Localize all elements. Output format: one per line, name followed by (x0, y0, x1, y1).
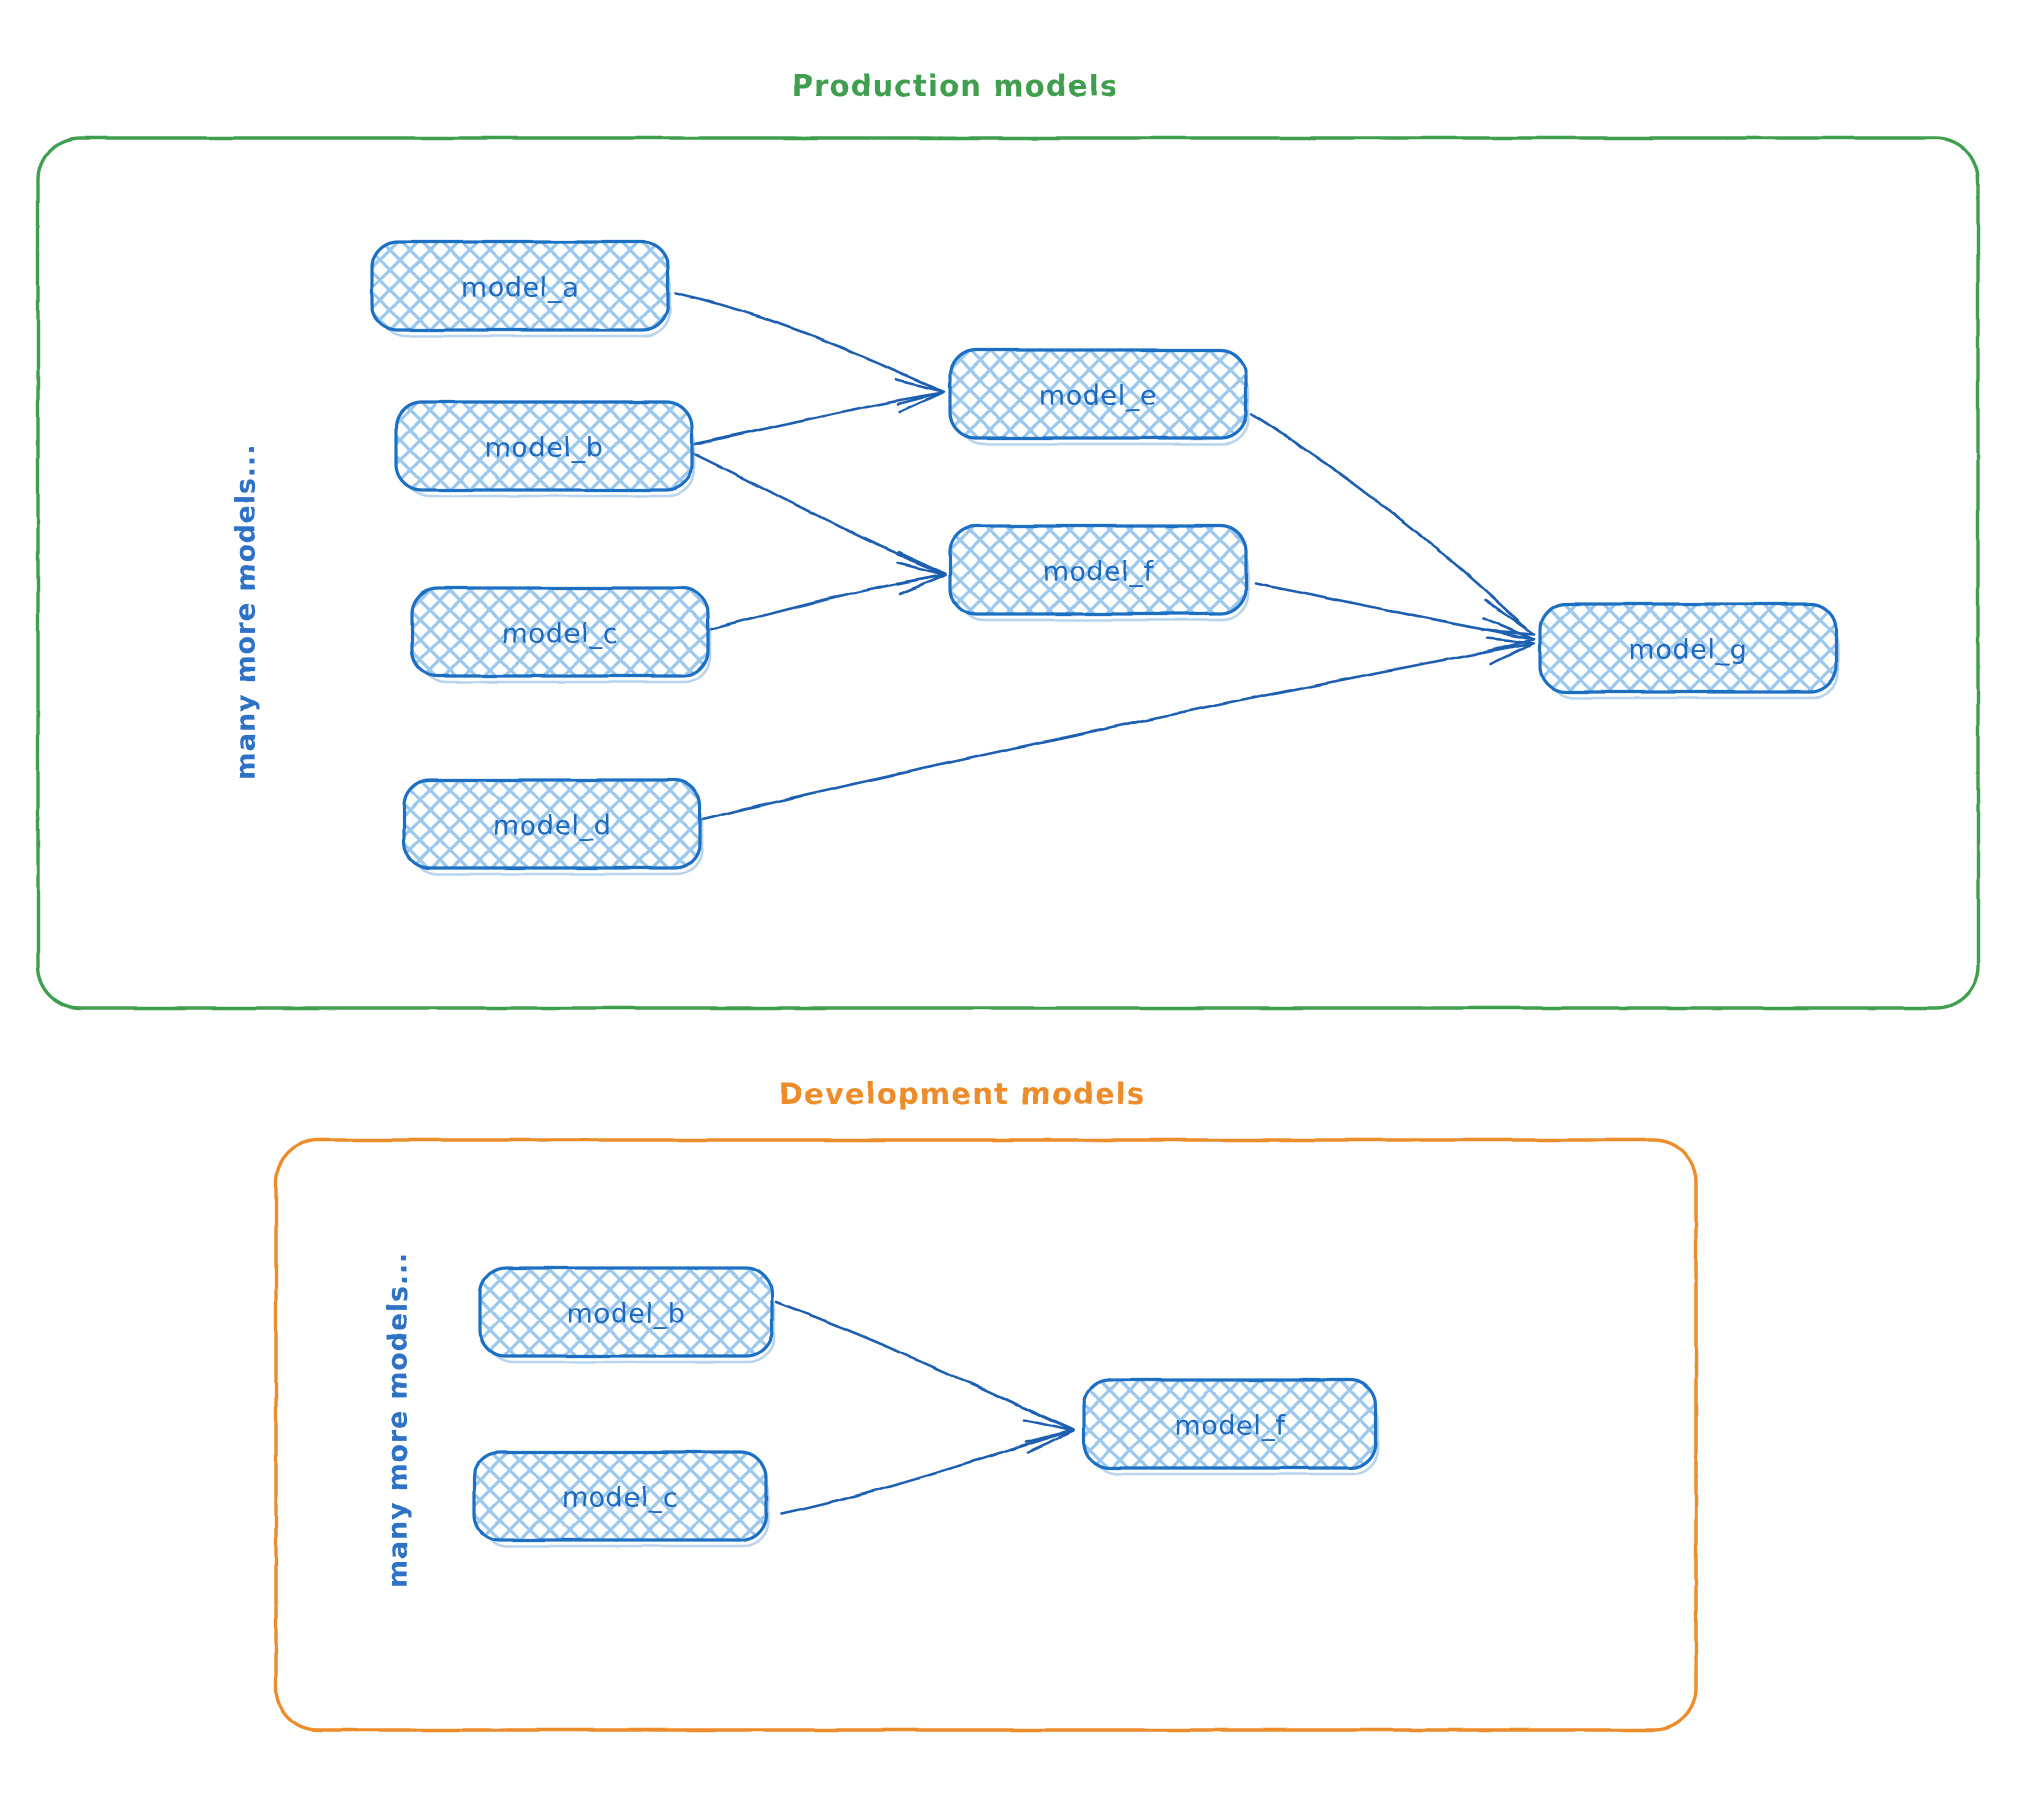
node-body (410, 586, 710, 678)
development-group: Development models many more models... (274, 1077, 1698, 1732)
edge-model-a-to-model-e (674, 291, 946, 406)
node-body (472, 1450, 768, 1542)
node-body (1538, 602, 1838, 694)
node-prod-model-g[interactable]: model_g (1538, 602, 1840, 700)
production-group-title: Production models (792, 69, 1119, 103)
production-group: Production models many more models... (36, 69, 1980, 1010)
node-label: model_e (1039, 381, 1157, 412)
edge-model-c-to-model-f (704, 561, 948, 632)
production-edges (674, 291, 1536, 822)
edge-model-b-to-model-e (688, 378, 946, 447)
node-prod-model-a[interactable]: model_a (370, 240, 672, 338)
node-label: model_f (1042, 557, 1154, 588)
development-group-title: Development models (779, 1077, 1146, 1111)
edge-model-e-to-model-g (1250, 412, 1536, 636)
node-label: model_b (567, 1299, 686, 1330)
node-label: model_c (502, 619, 619, 650)
production-group-frame (36, 136, 1980, 1010)
node-body (402, 778, 702, 870)
node-body (948, 348, 1248, 440)
node-prod-model-c[interactable]: model_c (410, 586, 712, 684)
node-label: model_c (562, 1483, 679, 1514)
edge-dev-model-c-to-model-f (780, 1418, 1076, 1516)
node-dev-model-b[interactable]: model_b (478, 1266, 776, 1364)
node-label: model_f (1174, 1411, 1286, 1442)
node-label: model_g (1629, 635, 1748, 666)
node-body (1082, 1378, 1378, 1470)
node-dev-model-f[interactable]: model_f (1082, 1378, 1380, 1476)
production-side-label: many more models... (231, 444, 262, 780)
edge-model-d-to-model-g (698, 636, 1536, 822)
edge-model-f-to-model-g (1254, 581, 1536, 654)
node-label: model_a (461, 273, 579, 304)
node-prod-model-d[interactable]: model_d (402, 778, 704, 876)
development-edges (774, 1300, 1076, 1516)
node-dev-model-c[interactable]: model_c (472, 1450, 770, 1548)
node-body (394, 400, 694, 492)
development-group-frame (274, 1138, 1698, 1732)
node-prod-model-b[interactable]: model_b (394, 400, 696, 498)
node-body (478, 1266, 774, 1358)
node-prod-model-f[interactable]: model_f (948, 524, 1250, 622)
node-body (370, 240, 670, 332)
node-prod-model-e[interactable]: model_e (948, 348, 1250, 446)
node-label: model_b (485, 433, 604, 464)
development-side-label: many more models... (383, 1252, 414, 1588)
node-body (948, 524, 1248, 616)
node-label: model_d (493, 811, 612, 842)
